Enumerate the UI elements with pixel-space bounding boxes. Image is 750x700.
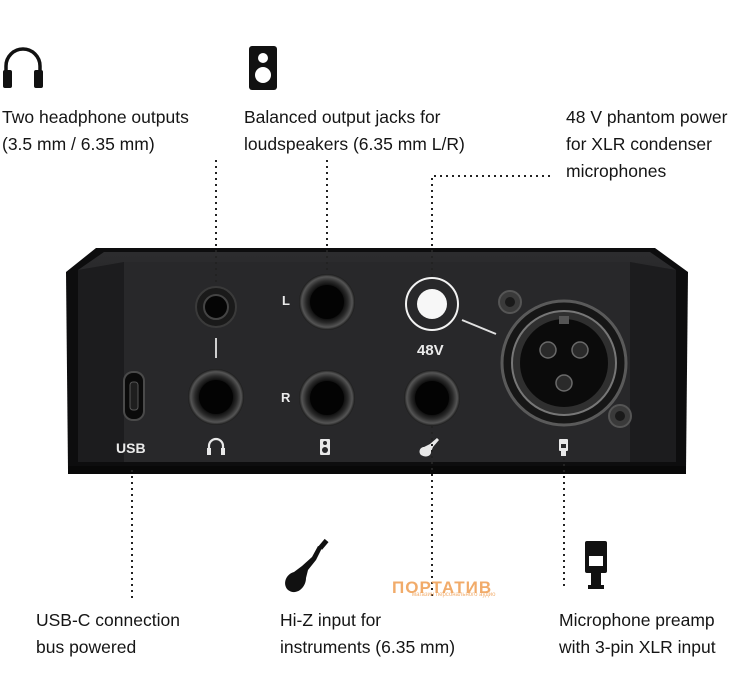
headphone-callout-line1: Two headphone outputs (2, 107, 189, 127)
usb-label: USB (116, 440, 146, 456)
output-right-label: R (281, 390, 291, 405)
hiz-callout-line2: instruments (6.35 mm) (280, 637, 456, 657)
balanced-callout-line2: loudspeakers (6.35 mm L/R) (244, 134, 465, 154)
panel-speaker-icon (320, 439, 330, 455)
hiz-callout: Hi-Z input for instruments (6.35 mm) (280, 607, 455, 661)
xlr-input (498, 290, 632, 428)
hiz-callout-line1: Hi-Z input for (280, 610, 382, 630)
leader-phantom (431, 175, 550, 278)
headphone-jack-large (188, 369, 244, 425)
usb-callout-line1: USB-C connection (36, 610, 180, 630)
headphones-icon (3, 47, 43, 88)
usb-c-port (123, 371, 145, 421)
instrument-jack (404, 370, 460, 426)
output-jack-left (299, 274, 355, 330)
guitar-icon (285, 538, 329, 593)
panel-guitar-icon (419, 438, 439, 457)
output-jack-right (299, 370, 355, 426)
microphone-icon (585, 541, 607, 589)
phantom-power-label: 48V (417, 342, 444, 359)
phantom-indicator-line (461, 319, 497, 335)
phantom-callout: 48 V phantom power for XLR condenser mic… (566, 104, 728, 185)
mic-callout-line2: with 3-pin XLR input (559, 637, 716, 657)
watermark-subtext: магазин персонального аудио (412, 592, 496, 598)
mic-callout: Microphone preamp with 3-pin XLR input (559, 607, 716, 661)
phantom-callout-line1: 48 V phantom power (566, 107, 728, 127)
output-left-label: L (282, 293, 290, 308)
speaker-icon (249, 46, 277, 90)
panel-headphones-icon (207, 437, 225, 455)
panel-microphone-icon (559, 439, 568, 456)
headphone-callout-line2: (3.5 mm / 6.35 mm) (2, 134, 155, 154)
usb-callout: USB-C connection bus powered (36, 607, 180, 661)
phantom-power-button (405, 277, 459, 331)
usb-callout-line2: bus powered (36, 637, 137, 657)
balanced-callout: Balanced output jacks for loudspeakers (… (244, 104, 465, 158)
phantom-callout-line3: microphones (566, 161, 667, 181)
mic-callout-line1: Microphone preamp (559, 610, 715, 630)
watermark-logo: ПОРТАТИВ (392, 578, 493, 597)
headphone-callout: Two headphone outputs (3.5 mm / 6.35 mm) (2, 104, 189, 158)
balanced-callout-line1: Balanced output jacks for (244, 107, 441, 127)
leader-lines (131, 160, 565, 600)
headphone-jack-small (195, 286, 237, 328)
phantom-callout-line2: for XLR condenser (566, 134, 712, 154)
